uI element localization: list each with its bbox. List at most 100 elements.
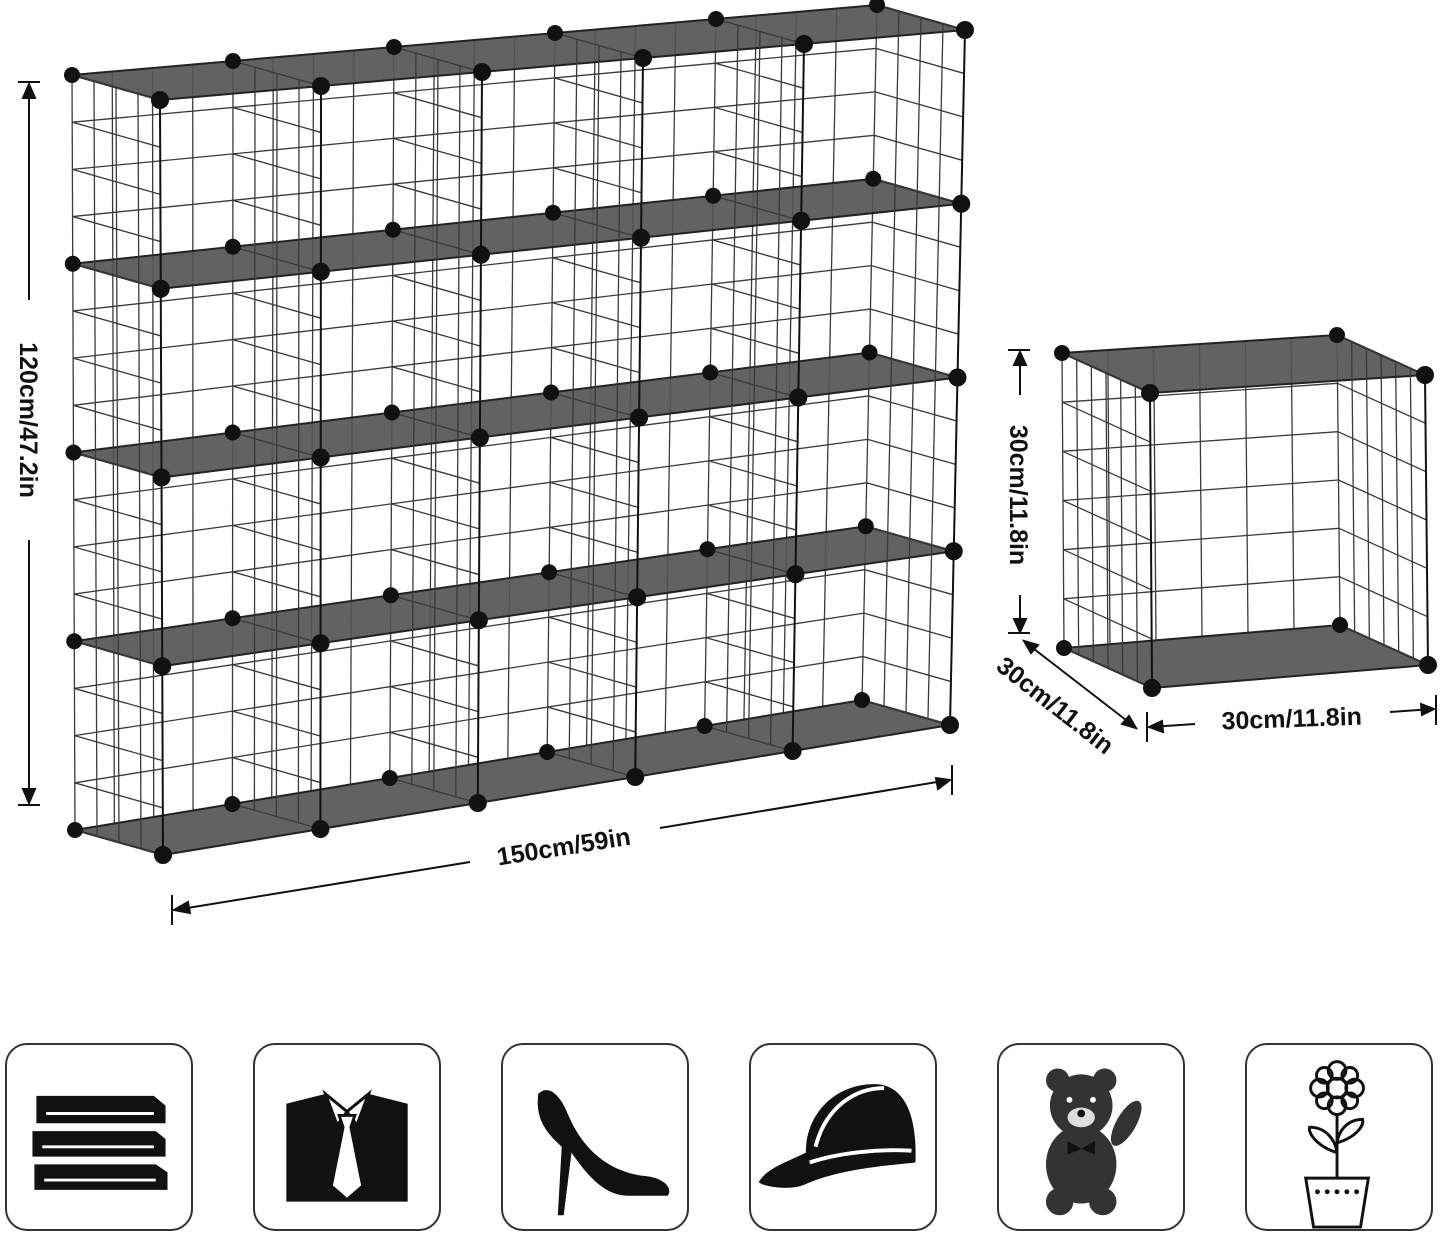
side-mesh-wire: [1063, 549, 1152, 591]
flower-pot-icon: [1245, 1043, 1433, 1231]
side-mesh-wire: [548, 571, 638, 598]
side-mesh-wire: [707, 504, 797, 531]
side-mesh-wire: [393, 183, 482, 210]
side-mesh-wire: [392, 274, 481, 302]
side-mesh-wire: [73, 404, 162, 431]
back-mesh-wire: [73, 438, 868, 548]
side-mesh-wire: [1062, 401, 1151, 443]
cube-height-label: 30cm/11.8in: [1004, 425, 1032, 565]
connector-knob: [634, 49, 652, 67]
side-mesh-wire: [549, 526, 638, 553]
side-mesh-wire: [389, 777, 478, 804]
side-mesh-wire: [1062, 499, 1152, 542]
back-mesh-wire: [1062, 479, 1339, 502]
cube-depth-dimension-line: [1021, 639, 1139, 730]
connector-knob: [64, 67, 80, 83]
usage-icons-row: [5, 1043, 1441, 1233]
connector-knob: [1419, 656, 1437, 674]
side-mesh-wire: [552, 257, 641, 284]
connector-knob: [311, 448, 330, 467]
side-mesh-wire: [553, 122, 643, 149]
side-mesh-wire: [875, 47, 965, 75]
side-mesh-wire: [393, 92, 482, 119]
connector-knob: [865, 170, 882, 187]
side-mesh-wire: [73, 546, 163, 573]
side-mesh-wire: [552, 212, 642, 239]
side-mesh-wire: [866, 482, 955, 509]
cube-shelf-5x4: [64, 0, 974, 864]
back-mesh-wire: [1063, 527, 1340, 551]
side-mesh-wire: [715, 62, 804, 89]
side-mesh-wire: [1339, 624, 1429, 666]
connector-knob: [384, 221, 401, 238]
side-mesh-wire: [74, 734, 163, 762]
side-mesh-wire: [390, 548, 480, 576]
high-heel-icon: [501, 1043, 689, 1231]
cube-width-dimension-line: [1146, 695, 1437, 742]
side-mesh-wire: [550, 391, 640, 419]
width-label: 150cm/59in: [495, 823, 633, 872]
side-mesh-wire: [547, 706, 636, 733]
height-label: 120cm/47.2in: [14, 342, 42, 498]
connector-knob: [469, 611, 488, 630]
side-mesh-wire: [1062, 450, 1151, 492]
back-mesh-wire: [73, 395, 869, 501]
connector-knob: [952, 194, 971, 213]
side-mesh-wire: [705, 681, 794, 708]
side-mesh-wire: [863, 612, 953, 639]
side-mesh-wire: [393, 46, 483, 73]
side-mesh-wire: [874, 91, 964, 118]
side-mesh-wire: [232, 478, 321, 505]
side-mesh-wire: [554, 77, 643, 104]
connector-knob: [312, 77, 330, 95]
connector-knob: [944, 542, 963, 561]
connector-knob: [941, 716, 959, 734]
connector-knob: [543, 384, 560, 401]
side-mesh-wire: [1337, 382, 1426, 424]
connector-knob: [468, 794, 487, 812]
connector-knob: [225, 53, 241, 69]
shelf-panel: [1061, 333, 1426, 395]
side-mesh-wire: [707, 548, 796, 575]
side-mesh-wire: [392, 229, 482, 256]
side-mesh-wire: [73, 451, 162, 479]
side-mesh-wire: [711, 283, 800, 310]
side-mesh-wire: [74, 687, 163, 715]
width-dimension-line: [171, 765, 953, 925]
side-mesh-wire: [232, 385, 321, 412]
side-mesh-wire: [862, 655, 952, 683]
connector-knob: [705, 187, 722, 204]
side-mesh-wire: [391, 457, 480, 484]
side-mesh-wire: [876, 4, 966, 31]
side-mesh-wire: [865, 525, 954, 552]
back-mesh-wire: [1062, 382, 1338, 403]
side-mesh-wire: [72, 215, 161, 243]
connector-knob: [470, 428, 489, 447]
cube-height-dimension-line: [1008, 349, 1030, 635]
connector-knob: [632, 228, 651, 247]
side-mesh-wire: [1338, 527, 1428, 569]
connector-knob: [956, 21, 974, 39]
connector-knob: [545, 204, 562, 221]
back-mesh-wire: [72, 221, 873, 312]
connector-knob: [153, 657, 172, 676]
connector-knob: [311, 820, 330, 838]
side-mesh-wire: [392, 320, 481, 347]
side-mesh-wire: [232, 664, 321, 691]
connector-knob: [786, 565, 805, 584]
connector-knob: [948, 368, 967, 387]
connector-knob: [66, 633, 83, 650]
side-mesh-wire: [548, 616, 637, 643]
shelf-panel: [1060, 623, 1432, 690]
back-mesh-wire: [73, 308, 871, 406]
connector-knob: [1332, 617, 1348, 633]
side-mesh-wire: [390, 685, 479, 713]
side-mesh-wire: [705, 636, 795, 664]
side-mesh-wire: [232, 756, 321, 784]
connector-knob: [628, 588, 647, 607]
books-icon: [5, 1043, 193, 1231]
back-mesh-wire: [72, 47, 877, 123]
connector-knob: [696, 718, 713, 734]
connector-knob: [869, 0, 885, 13]
side-mesh-wire: [710, 371, 799, 399]
